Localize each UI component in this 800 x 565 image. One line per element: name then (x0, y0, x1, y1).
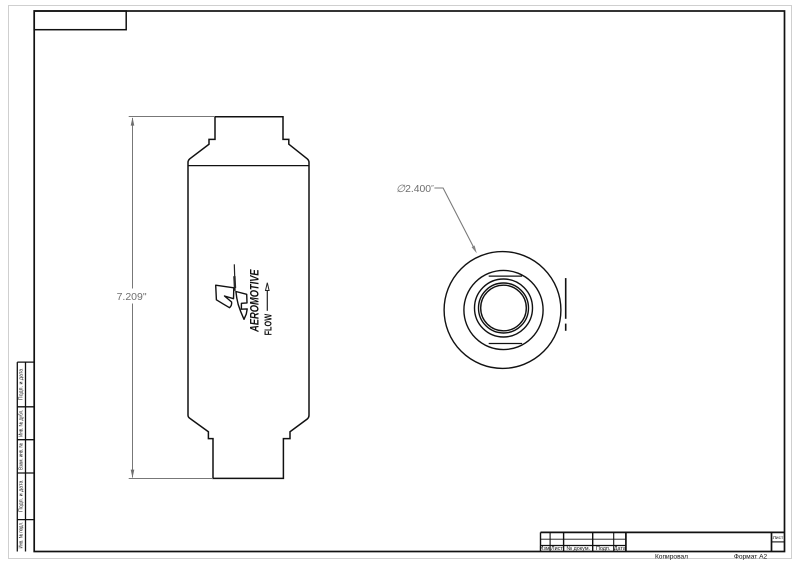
svg-text:Инв. № дубл.: Инв. № дубл. (19, 410, 25, 437)
svg-text:Формат А2: Формат А2 (734, 553, 768, 560)
svg-text:Изм.: Изм. (540, 546, 552, 552)
svg-text:№ докум.: № докум. (566, 546, 590, 552)
svg-text:AEROMOTIVE: AEROMOTIVE (247, 269, 261, 333)
svg-text:Подп. и дата: Подп. и дата (19, 369, 25, 401)
svg-text:Копировал: Копировал (655, 553, 688, 560)
svg-text:Дата: Дата (614, 546, 626, 552)
svg-text:∅2.400″: ∅2.400″ (396, 183, 434, 195)
svg-text:Инв. № подл.: Инв. № подл. (19, 522, 25, 549)
svg-text:Лист: Лист (773, 535, 784, 541)
svg-text:Лист: Лист (551, 546, 563, 552)
svg-text:7.209": 7.209" (117, 291, 147, 303)
svg-text:Подп. и дата: Подп. и дата (19, 480, 25, 512)
svg-text:Подп.: Подп. (596, 546, 610, 552)
svg-text:Взам. инв. №: Взам. инв. № (19, 443, 25, 470)
svg-text:FLOW: FLOW (263, 313, 274, 335)
